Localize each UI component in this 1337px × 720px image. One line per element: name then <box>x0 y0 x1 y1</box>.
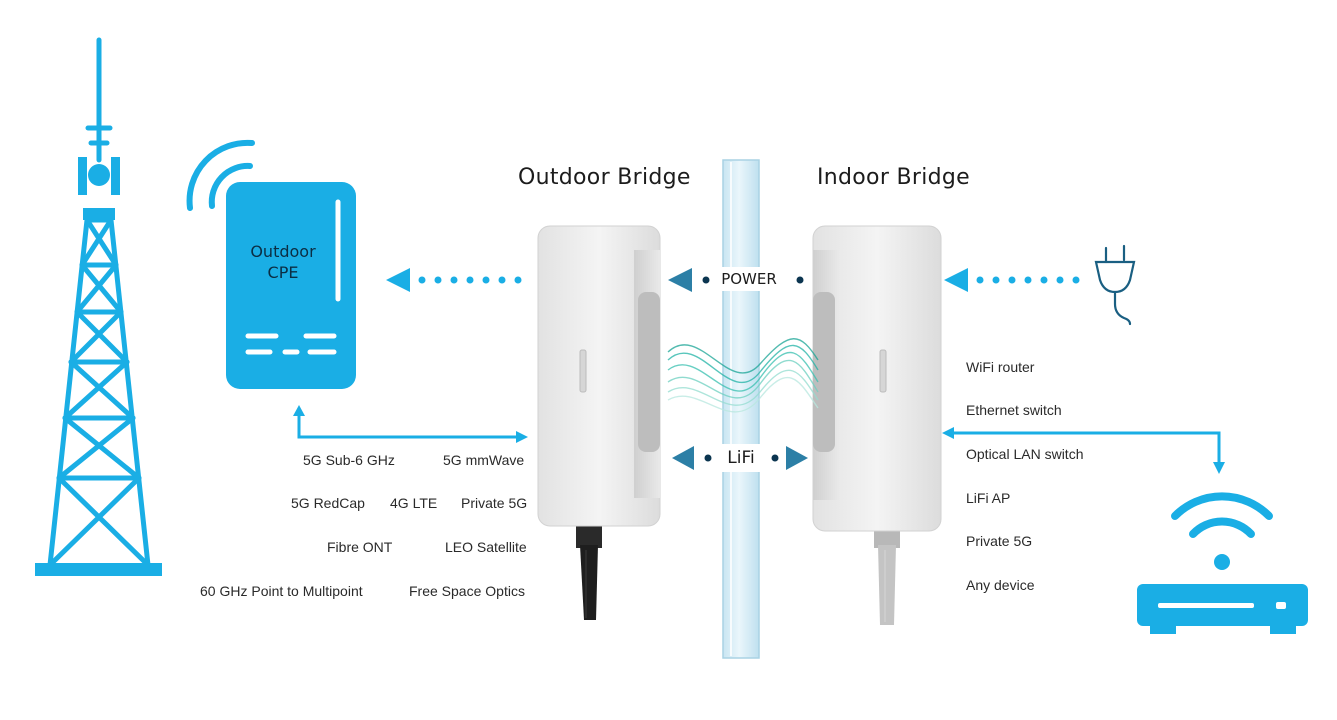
glass-window <box>722 159 760 659</box>
lifi-link-arrows <box>672 446 808 470</box>
backhaul-option: Fibre ONT <box>327 539 393 555</box>
power-link-arrows <box>668 268 804 292</box>
indoor-bridge-device <box>812 225 942 625</box>
indoor-device: LiFi AP <box>966 490 1011 506</box>
lifi-light-beam <box>667 338 819 413</box>
indoor-device: Private 5G <box>966 533 1033 549</box>
cpe-link-arrow <box>386 268 522 292</box>
backhaul-option: 5G RedCap <box>291 495 365 511</box>
outdoor-cpe-box <box>226 182 356 389</box>
cpe-label-line2: CPE <box>267 263 299 282</box>
backhaul-option: LEO Satellite <box>445 539 527 555</box>
power-plug-icon <box>1094 244 1136 326</box>
wireless-signal-icon <box>186 139 255 211</box>
lifi-label: LiFi <box>716 444 766 472</box>
cpe-label: Outdoor CPE <box>228 241 338 283</box>
backhaul-connector <box>293 405 528 443</box>
wifi-router-icon <box>1137 492 1308 634</box>
cpe-label-line1: Outdoor <box>250 242 316 261</box>
indoor-device: WiFi router <box>966 359 1035 375</box>
outdoor-bridge-title: Outdoor Bridge <box>518 165 691 190</box>
indoor-device: Optical LAN switch <box>966 446 1084 462</box>
backhaul-option: 5G mmWave <box>443 452 525 468</box>
backhaul-option: 60 GHz Point to Multipoint <box>200 583 363 599</box>
backhaul-option: Free Space Optics <box>409 583 525 599</box>
outdoor-bridge-device <box>537 225 661 620</box>
backhaul-option: 4G LTE <box>390 495 438 511</box>
backhaul-option: 5G Sub-6 GHz <box>303 452 395 468</box>
power-label: POWER <box>712 267 786 291</box>
plug-link-arrow <box>944 268 1080 292</box>
cell-tower-icon <box>35 37 162 576</box>
backhaul-option: Private 5G <box>461 495 528 511</box>
indoor-bridge-title: Indoor Bridge <box>817 165 970 190</box>
indoor-device: Ethernet switch <box>966 402 1062 418</box>
router-connector <box>942 427 1225 474</box>
indoor-device: Any device <box>966 577 1035 593</box>
